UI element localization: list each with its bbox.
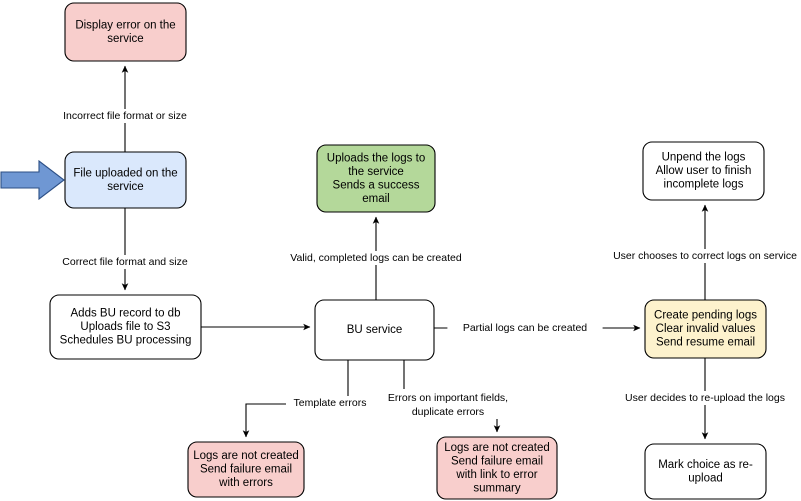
node-shape[interactable]	[49, 294, 202, 360]
edge-errors-on-important-fields-duplicate-errors: Errors on important fields,duplicate err…	[370, 360, 526, 433]
edge-label-backdrop	[607, 391, 801, 405]
edge-label: Correct file format and size	[62, 256, 188, 268]
node-shape[interactable]	[642, 141, 765, 201]
node-bu-service[interactable]: BU service	[314, 299, 435, 361]
node-shape[interactable]	[187, 441, 305, 498]
decorations-layer	[0, 159, 65, 201]
edge-template-errors: Template errors	[242, 360, 374, 438]
node-shape[interactable]	[644, 299, 767, 359]
node-shape[interactable]	[316, 144, 436, 213]
edge-partial-logs-can-be-created: Partial logs can be created	[434, 321, 641, 335]
edge-label-backdrop	[273, 251, 479, 265]
edge-label: Valid, completed logs can be created	[290, 252, 462, 264]
edge-user-chooses-to-correct-logs-on-service: User chooses to correct logs on service	[593, 204, 801, 300]
edge-label-backdrop	[370, 389, 526, 419]
node-shape[interactable]	[64, 2, 187, 62]
edge-label: User chooses to correct logs on service	[613, 250, 797, 262]
edge-label-backdrop	[44, 255, 206, 269]
edge-correct-file-format-and-size: Correct file format and size	[44, 208, 206, 291]
edge-label-backdrop	[593, 249, 801, 263]
node-shape[interactable]	[314, 299, 435, 361]
edge-label-backdrop	[41, 109, 209, 123]
edge-valid-completed-logs-can-be-created: Valid, completed logs can be created	[273, 216, 479, 300]
edge-label: Errors on important fields,duplicate err…	[388, 392, 508, 418]
edge-label: User decides to re-upload the logs	[625, 392, 785, 404]
node-shape[interactable]	[64, 151, 187, 209]
node-mark-choice-as-re-upload[interactable]: Mark choice as re-upload	[644, 443, 767, 500]
node-label: Mark choice as re-upload	[658, 459, 753, 485]
node-label: BU service	[347, 324, 403, 336]
node-shape[interactable]	[644, 443, 767, 500]
edge-user-decides-to-re-upload-the-logs: User decides to re-upload the logs	[607, 358, 801, 440]
node-shape[interactable]	[436, 436, 558, 500]
edge-label: Incorrect file format or size	[63, 110, 187, 122]
edge-label-backdrop	[447, 321, 603, 335]
edge-label-backdrop	[286, 396, 374, 410]
edge-label: Template errors	[294, 397, 367, 409]
block-arrow-entry-point	[0, 159, 65, 201]
edge-label: Partial logs can be created	[463, 322, 587, 334]
edge-incorrect-file-format-or-size: Incorrect file format or size	[41, 65, 209, 152]
